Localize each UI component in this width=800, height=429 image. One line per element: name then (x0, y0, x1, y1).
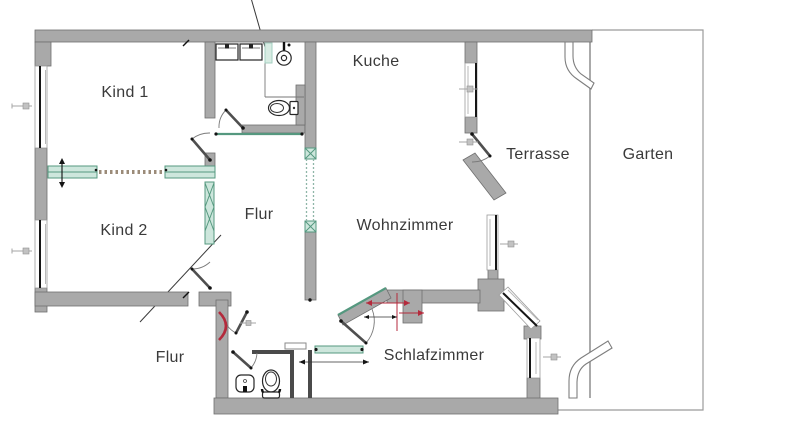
room-label-flur-lower: Flur (155, 349, 185, 366)
door-wc (231, 350, 258, 370)
new-wall-markers (47, 132, 387, 354)
room-label-terrasse: Terrasse (506, 146, 570, 163)
room-label-kind2: Kind 2 (100, 222, 148, 239)
gate-swing-icon (568, 340, 613, 399)
dimension-markers (11, 85, 561, 361)
window-schlafzimmer (526, 337, 541, 379)
window-kind2 (34, 219, 48, 289)
gate-swing-icon (564, 41, 595, 90)
sink-icon (239, 43, 263, 61)
demolition-wall-marker (304, 147, 317, 233)
door-bathroom (218, 108, 245, 130)
door-kind2 (190, 261, 212, 290)
door-kind1 (190, 132, 212, 162)
room-label-flur-upper: Flur (244, 206, 274, 223)
sink-icon (235, 374, 255, 393)
window-schlafzimmer-bay (498, 286, 541, 330)
room-label-garten: Garten (622, 146, 674, 163)
room-label-wohnzimmer: Wohnzimmer (356, 217, 454, 234)
door-swings (190, 108, 492, 370)
red-chevron-annotation (218, 311, 228, 341)
room-label-kind1: Kind 1 (101, 84, 149, 101)
toilet-icon (260, 369, 282, 399)
sink-icon (215, 43, 239, 61)
door-schlafzimmer (339, 308, 375, 345)
window-wohnzimmer (486, 214, 499, 271)
annotation-line-wall (139, 234, 222, 323)
window-kind1 (34, 65, 48, 149)
garden-boundary (558, 29, 704, 411)
door-terrasse (470, 132, 492, 163)
room-label-kuche: Kuche (352, 53, 400, 70)
plan-ticks (59, 39, 397, 365)
room-label-schlafzimmer: Schlafzimmer (383, 347, 485, 364)
annotation-line-shower (251, 0, 268, 55)
bathroom-top-fixtures (215, 42, 304, 117)
red-door-annotation (366, 293, 424, 331)
shelf-icon (284, 342, 307, 350)
toilet-icon (267, 99, 299, 117)
wc-room (235, 342, 312, 399)
shower-icon (264, 42, 304, 98)
